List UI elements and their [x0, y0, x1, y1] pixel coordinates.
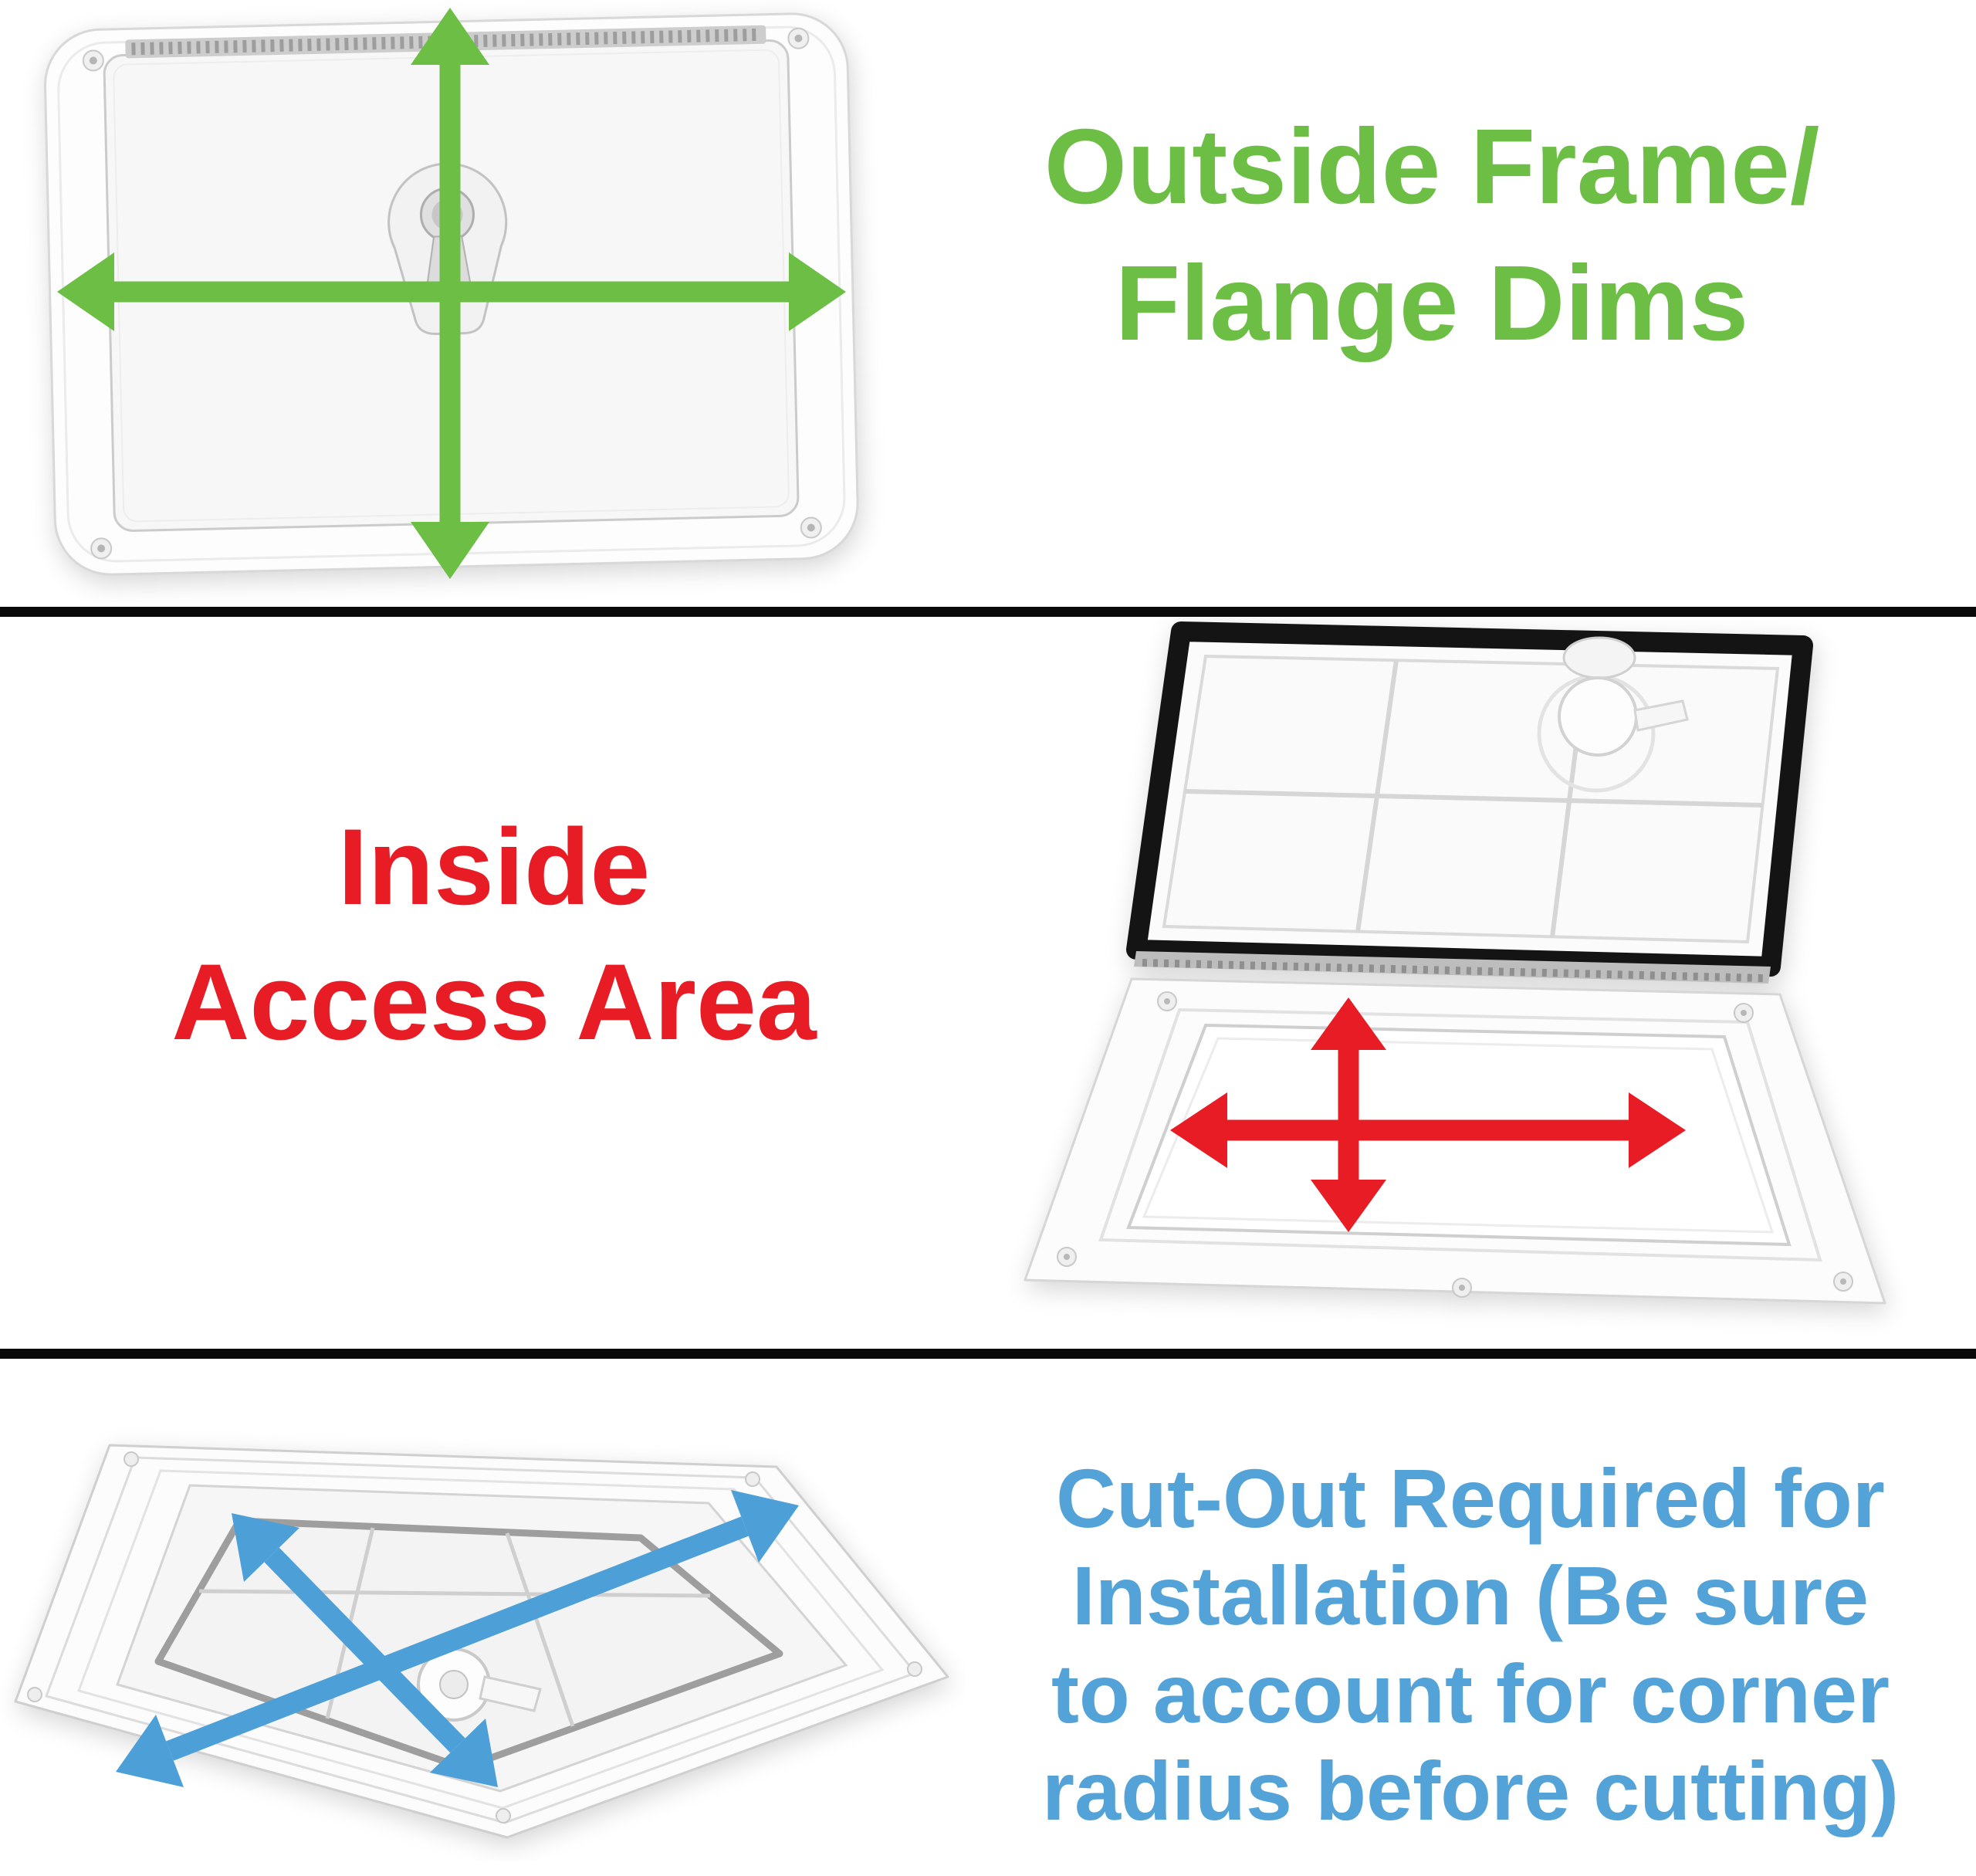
latch-back-knob [417, 1647, 542, 1722]
hatch-frame [1024, 977, 1886, 1305]
screw-hole [27, 1451, 922, 1824]
inside-width-arrow-icon [1170, 1092, 1686, 1168]
label-line: to account for corner [1051, 1646, 1890, 1740]
label-line: radius before cutting) [1041, 1744, 1900, 1838]
screw-hole [1057, 991, 1853, 1298]
cutout-label: Cut-Out Required for Installation (Be su… [965, 1450, 1976, 1840]
label-line: Cut-Out Required for [1056, 1451, 1885, 1545]
underside-hatch-photo [14, 1444, 949, 1839]
open-hatch-photo [1024, 621, 1886, 1305]
label-line: Inside [337, 806, 651, 927]
cutout-length-arrow-icon [116, 1490, 799, 1787]
cutout-dims-arrows-icon [116, 1490, 799, 1787]
label-line: Installation (Be sure [1071, 1549, 1869, 1643]
label-line: Outside Frame/ [1044, 107, 1820, 226]
divider-line [0, 607, 1976, 617]
divider-line [0, 1349, 1976, 1359]
cutout-width-arrow-icon [232, 1513, 498, 1787]
screw-hole [82, 27, 822, 560]
label-line: Flange Dims [1115, 243, 1749, 363]
lid-latch-knob [1537, 636, 1689, 793]
inside-access-arrows-icon [1170, 997, 1686, 1232]
width-arrow-icon [57, 252, 846, 331]
flange-ridge [45, 1456, 918, 1824]
inside-access-label: Inside Access Area [46, 799, 942, 1069]
outside-dims-arrows-icon [57, 8, 846, 579]
hatch-lid [1126, 621, 1813, 977]
opening-inner-edge [1142, 1037, 1775, 1234]
flange-ridge [77, 1469, 885, 1810]
hinge [1134, 951, 1771, 984]
frame-lip [1098, 1007, 1822, 1262]
inside-height-arrow-icon [1311, 997, 1386, 1232]
label-line: Access Area [171, 941, 817, 1062]
outside-dims-label: Outside Frame/ Flange Dims [888, 99, 1976, 371]
open-hatch [1024, 621, 1886, 1305]
closed-hatch-photo [44, 8, 859, 579]
